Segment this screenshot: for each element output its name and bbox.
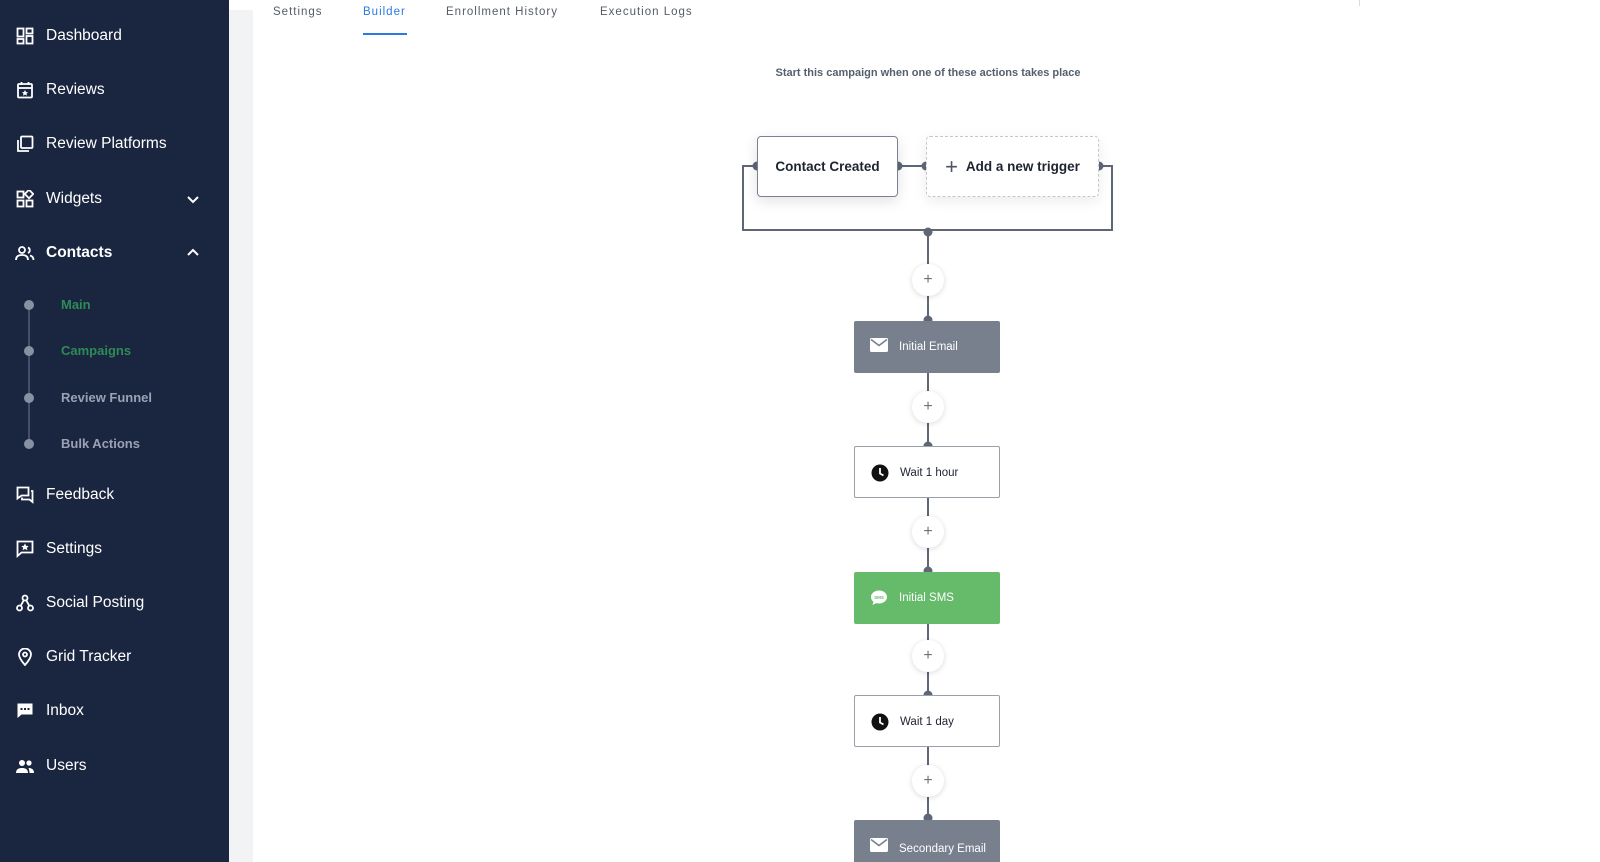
step-label: Wait 1 hour bbox=[900, 467, 959, 479]
step-wait-1-day[interactable]: Wait 1 day bbox=[854, 695, 1000, 747]
forum-icon bbox=[15, 485, 35, 505]
sidebar-subitem-label: Bulk Actions bbox=[61, 436, 140, 451]
step-label: Secondary Email bbox=[899, 843, 986, 855]
step-secondary-email[interactable]: Secondary Email bbox=[854, 820, 1000, 862]
sidebar-item-label: Review Platforms bbox=[46, 135, 167, 152]
dashboard-icon bbox=[15, 26, 35, 46]
submenu-line bbox=[28, 304, 30, 444]
chevron-down-icon[interactable] bbox=[185, 191, 201, 207]
sidebar-item-inbox[interactable]: Inbox bbox=[0, 691, 229, 731]
bullet-icon bbox=[24, 393, 34, 403]
people-icon bbox=[15, 243, 35, 263]
tab-execution-logs[interactable]: Execution Logs bbox=[600, 6, 693, 18]
sidebar-subitem-label: Review Funnel bbox=[61, 390, 153, 405]
sidebar-item-review-platforms[interactable]: Review Platforms bbox=[0, 124, 229, 164]
share-nodes-icon bbox=[15, 593, 35, 613]
sidebar-item-label: Inbox bbox=[46, 702, 84, 719]
tab-builder[interactable]: Builder bbox=[363, 6, 406, 18]
email-icon bbox=[870, 338, 888, 356]
clock-icon bbox=[871, 464, 889, 482]
sidebar-item-label: Reviews bbox=[46, 81, 105, 98]
divider bbox=[1359, 0, 1360, 6]
sidebar-item-users[interactable]: Users bbox=[0, 746, 229, 786]
tab-settings[interactable]: Settings bbox=[273, 6, 323, 18]
sms-icon: SMS bbox=[870, 589, 888, 607]
chat-icon bbox=[15, 701, 35, 721]
add-step-button[interactable]: + bbox=[912, 264, 944, 296]
sidebar-subitem-review-funnel[interactable]: Review Funnel bbox=[0, 383, 229, 413]
plus-icon: + bbox=[945, 153, 958, 179]
sidebar-item-reviews[interactable]: Reviews bbox=[0, 70, 229, 110]
people-icon bbox=[15, 756, 35, 776]
step-initial-sms[interactable]: SMS Initial SMS bbox=[854, 572, 1000, 624]
sidebar-item-label: Grid Tracker bbox=[46, 648, 132, 665]
calendar-star-icon bbox=[15, 80, 35, 100]
copy-icon bbox=[15, 134, 35, 154]
trigger-label: Contact Created bbox=[775, 159, 880, 174]
step-label: Wait 1 day bbox=[900, 716, 954, 728]
sidebar-subitem-label: Main bbox=[61, 297, 91, 312]
sidebar-item-grid-tracker[interactable]: Grid Tracker bbox=[0, 637, 229, 677]
trigger-contact-created[interactable]: Contact Created bbox=[757, 136, 898, 197]
sidebar-item-social-posting[interactable]: Social Posting bbox=[0, 583, 229, 623]
sidebar-item-feedback[interactable]: Feedback bbox=[0, 475, 229, 515]
sidebar-subitem-bulk-actions[interactable]: Bulk Actions bbox=[0, 429, 229, 459]
bullet-icon bbox=[24, 300, 34, 310]
active-tab-indicator bbox=[363, 33, 407, 35]
location-pin-icon bbox=[15, 647, 35, 667]
step-label: Initial SMS bbox=[899, 592, 954, 604]
sidebar: Dashboard Reviews Review Platforms Widge… bbox=[0, 0, 229, 862]
sidebar-item-dashboard[interactable]: Dashboard bbox=[0, 16, 229, 56]
content-gutter bbox=[229, 10, 253, 862]
widgets-icon bbox=[15, 189, 35, 209]
svg-text:SMS: SMS bbox=[874, 595, 884, 600]
chevron-up-icon[interactable] bbox=[185, 245, 201, 261]
bullet-icon bbox=[24, 439, 34, 449]
sidebar-item-label: Dashboard bbox=[46, 27, 122, 44]
sidebar-item-label: Social Posting bbox=[46, 594, 145, 611]
sidebar-item-label: Feedback bbox=[46, 486, 115, 503]
add-step-button[interactable]: + bbox=[912, 516, 944, 548]
sidebar-item-settings[interactable]: Settings bbox=[0, 529, 229, 569]
star-box-icon bbox=[15, 539, 35, 559]
add-step-button[interactable]: + bbox=[912, 640, 944, 672]
sidebar-subitem-campaigns[interactable]: Campaigns bbox=[0, 336, 229, 366]
add-step-button[interactable]: + bbox=[912, 391, 944, 423]
add-trigger-button[interactable]: + Add a new trigger bbox=[926, 136, 1099, 197]
sidebar-item-label: Contacts bbox=[46, 244, 113, 261]
sidebar-item-label: Users bbox=[46, 757, 87, 774]
sidebar-item-widgets[interactable]: Widgets bbox=[0, 179, 229, 219]
sidebar-item-contacts[interactable]: Contacts bbox=[0, 233, 229, 273]
sidebar-item-label: Settings bbox=[46, 540, 103, 557]
email-icon bbox=[870, 838, 888, 856]
sidebar-subitem-label: Campaigns bbox=[61, 343, 132, 358]
add-trigger-label: Add a new trigger bbox=[965, 159, 1080, 174]
step-wait-1-hour[interactable]: Wait 1 hour bbox=[854, 446, 1000, 498]
add-step-button[interactable]: + bbox=[912, 765, 944, 797]
builder-caption: Start this campaign when one of these ac… bbox=[775, 67, 1081, 79]
bullet-icon bbox=[24, 346, 34, 356]
sidebar-item-label: Widgets bbox=[46, 190, 102, 207]
sidebar-subitem-main[interactable]: Main bbox=[0, 290, 229, 320]
step-label: Initial Email bbox=[899, 341, 958, 353]
clock-icon bbox=[871, 713, 889, 731]
step-initial-email[interactable]: Initial Email bbox=[854, 321, 1000, 373]
tab-enrollment-history[interactable]: Enrollment History bbox=[446, 6, 558, 18]
